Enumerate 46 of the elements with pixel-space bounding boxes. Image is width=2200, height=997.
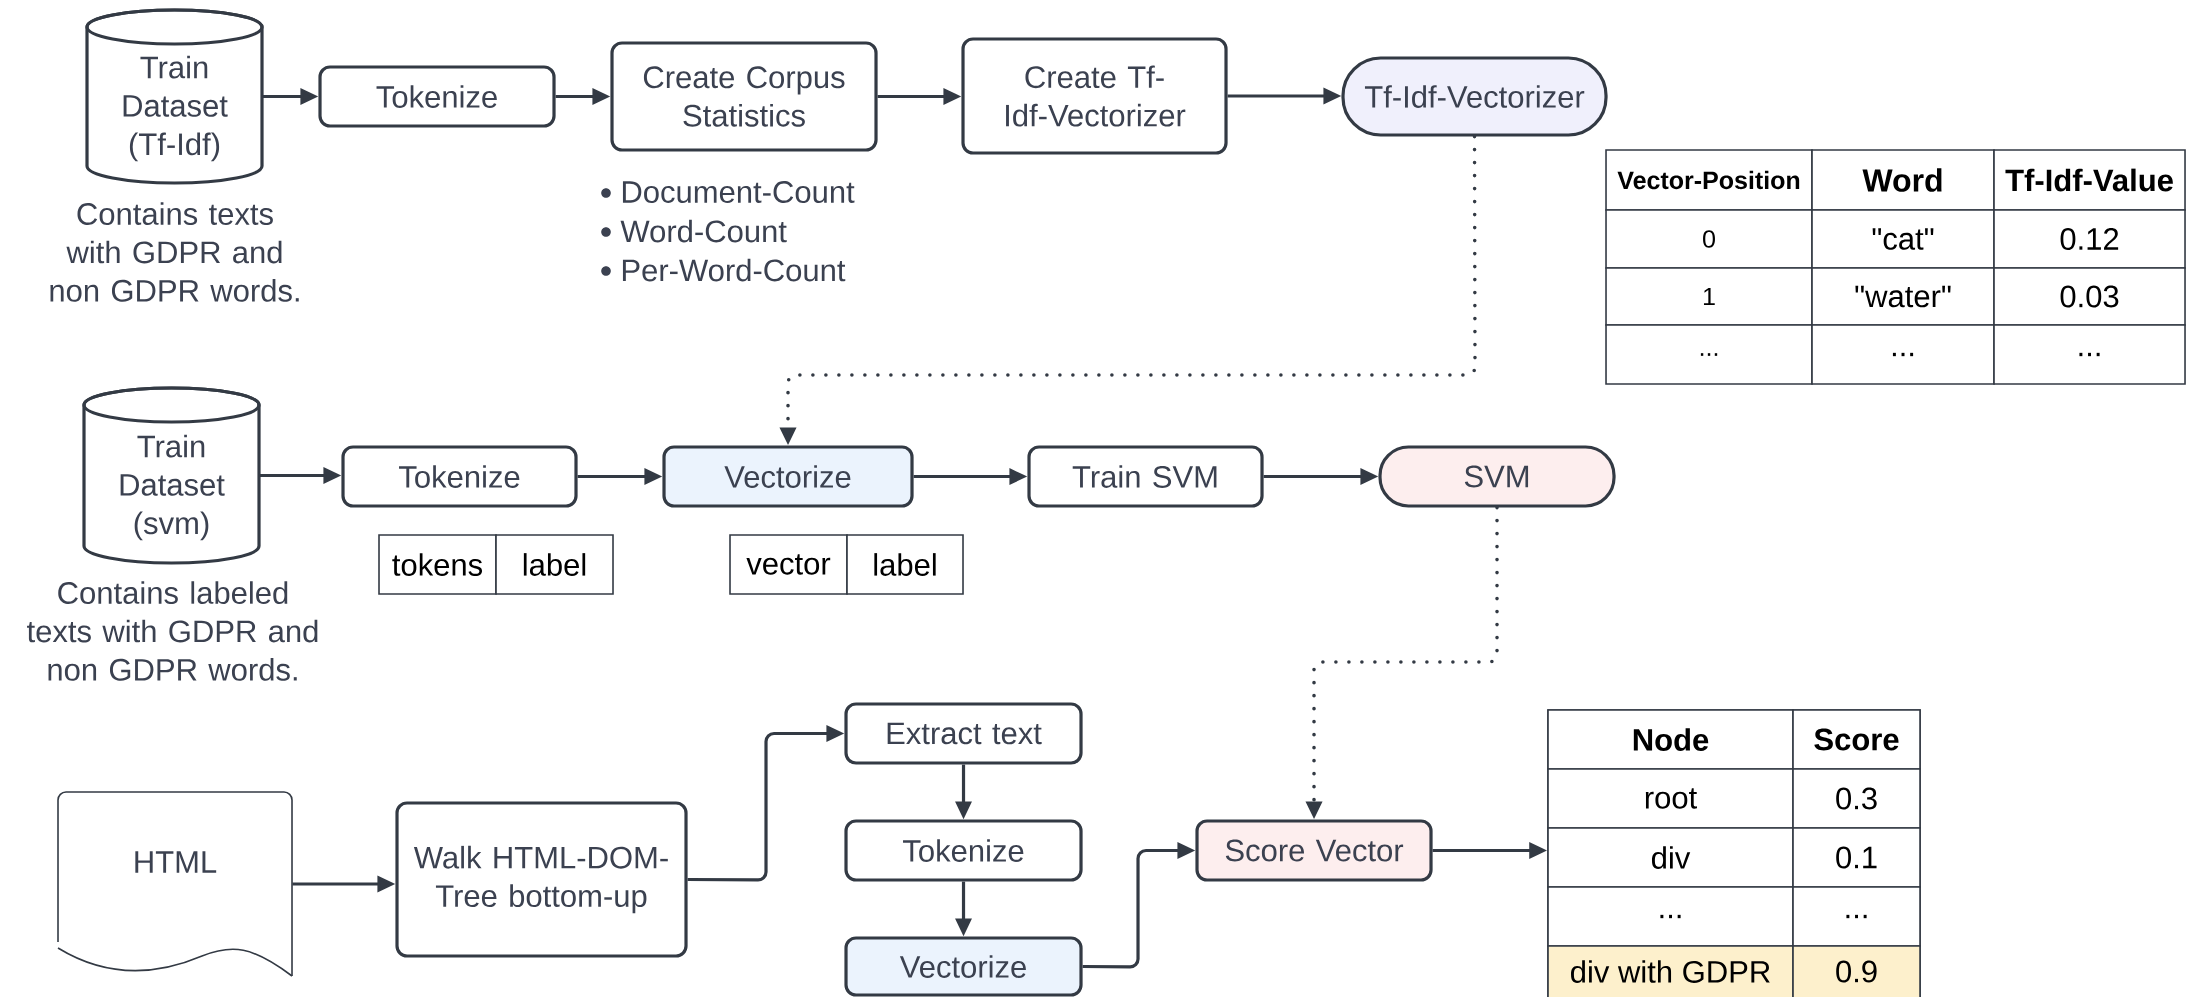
process-box: Train SVM [1027,445,1264,508]
bullet-item: Per-Word-Count [601,258,846,282]
table-cell: 0.12 [1993,209,2186,269]
table-cell: 1 [1605,267,1813,326]
description-text: Contains texts with GDPR and non GDPR words. [50,202,299,302]
table-cell: 0.1 [1792,827,1921,888]
result-pill: Tf-Idf-Vectorizer [1341,56,1608,137]
table-cell: 0 [1605,209,1813,269]
process-box: Score Vector [1195,819,1433,882]
table-cell: Tf-Idf-Value [1993,149,2186,211]
table-cell: div with GDPR [1547,945,1794,997]
table-cell: 0.9 [1792,945,1921,997]
process-box: Tokenize [844,819,1083,882]
process-box: Tokenize [341,445,578,508]
table-cell: label [846,534,964,595]
table-cell: div [1547,827,1794,888]
dataset-cylinder: Train Dataset (svm) [82,386,261,565]
result-pill: SVM [1378,445,1616,508]
table-cell: ... [1547,886,1794,947]
table-cell: ... [1792,886,1921,947]
process-box: Create Corpus Statistics [610,41,878,152]
table-cell: 0.03 [1993,267,2186,326]
table-cell: ... [1605,324,1813,385]
table-cell: Node [1547,709,1794,770]
table-cell: vector [729,534,848,595]
table-cell: Word [1811,149,1995,211]
table-cell: 0.3 [1792,768,1921,829]
bullet-item: Document-Count [601,181,855,203]
description-text: Contains labeled texts with GDPR and non GDPR words. [27,581,318,681]
process-box: Walk HTML-DOM-Tree bottom-up [395,801,688,958]
table-cell: Score [1792,709,1921,770]
table-cell: ... [1811,324,1995,385]
process-box: Vectorize [662,445,914,508]
table-cell: ... [1993,324,2186,385]
process-box: Extract text [844,702,1083,765]
process-box: Tokenize [318,65,556,128]
process-box: Create Tf-Idf-Vectorizer [961,37,1228,155]
bullet-item: Word-Count [601,219,787,243]
table-cell: Vector-Position [1605,149,1813,211]
table-cell: root [1547,768,1794,829]
process-box: Vectorize [844,936,1083,997]
dataset-cylinder: Train Dataset (Tf-Idf) [85,8,264,185]
table-cell: tokens [378,534,497,595]
table-cell: "cat" [1811,209,1995,269]
table-cell: label [495,534,614,595]
table-cell: "water" [1811,267,1995,326]
